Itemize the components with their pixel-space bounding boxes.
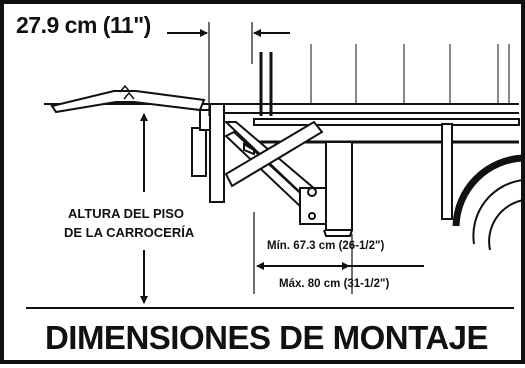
diagram-title: DIMENSIONES DE MONTAJE (44, 319, 489, 356)
gate-column (191, 103, 225, 203)
top-clearance-dimension (167, 22, 290, 116)
bed-posts (259, 44, 510, 116)
max-distance-label: Máx. 80 cm (31-1/2") (279, 278, 390, 290)
wheel (441, 123, 525, 251)
min-max-dimension (253, 212, 424, 294)
mounting-diagram (26, 22, 525, 309)
liftgate-platform (50, 84, 206, 114)
floor-height-label-line2: DE LA CARROCERÍA (64, 225, 195, 240)
floor-height-label-line1: ALTURA DEL PISO (68, 206, 185, 221)
top-clearance-label: 27.9 cm (11") (16, 12, 151, 38)
min-distance-label: Mín. 67.3 cm (26-1/2") (267, 240, 385, 252)
scissor-linkage (223, 120, 353, 237)
